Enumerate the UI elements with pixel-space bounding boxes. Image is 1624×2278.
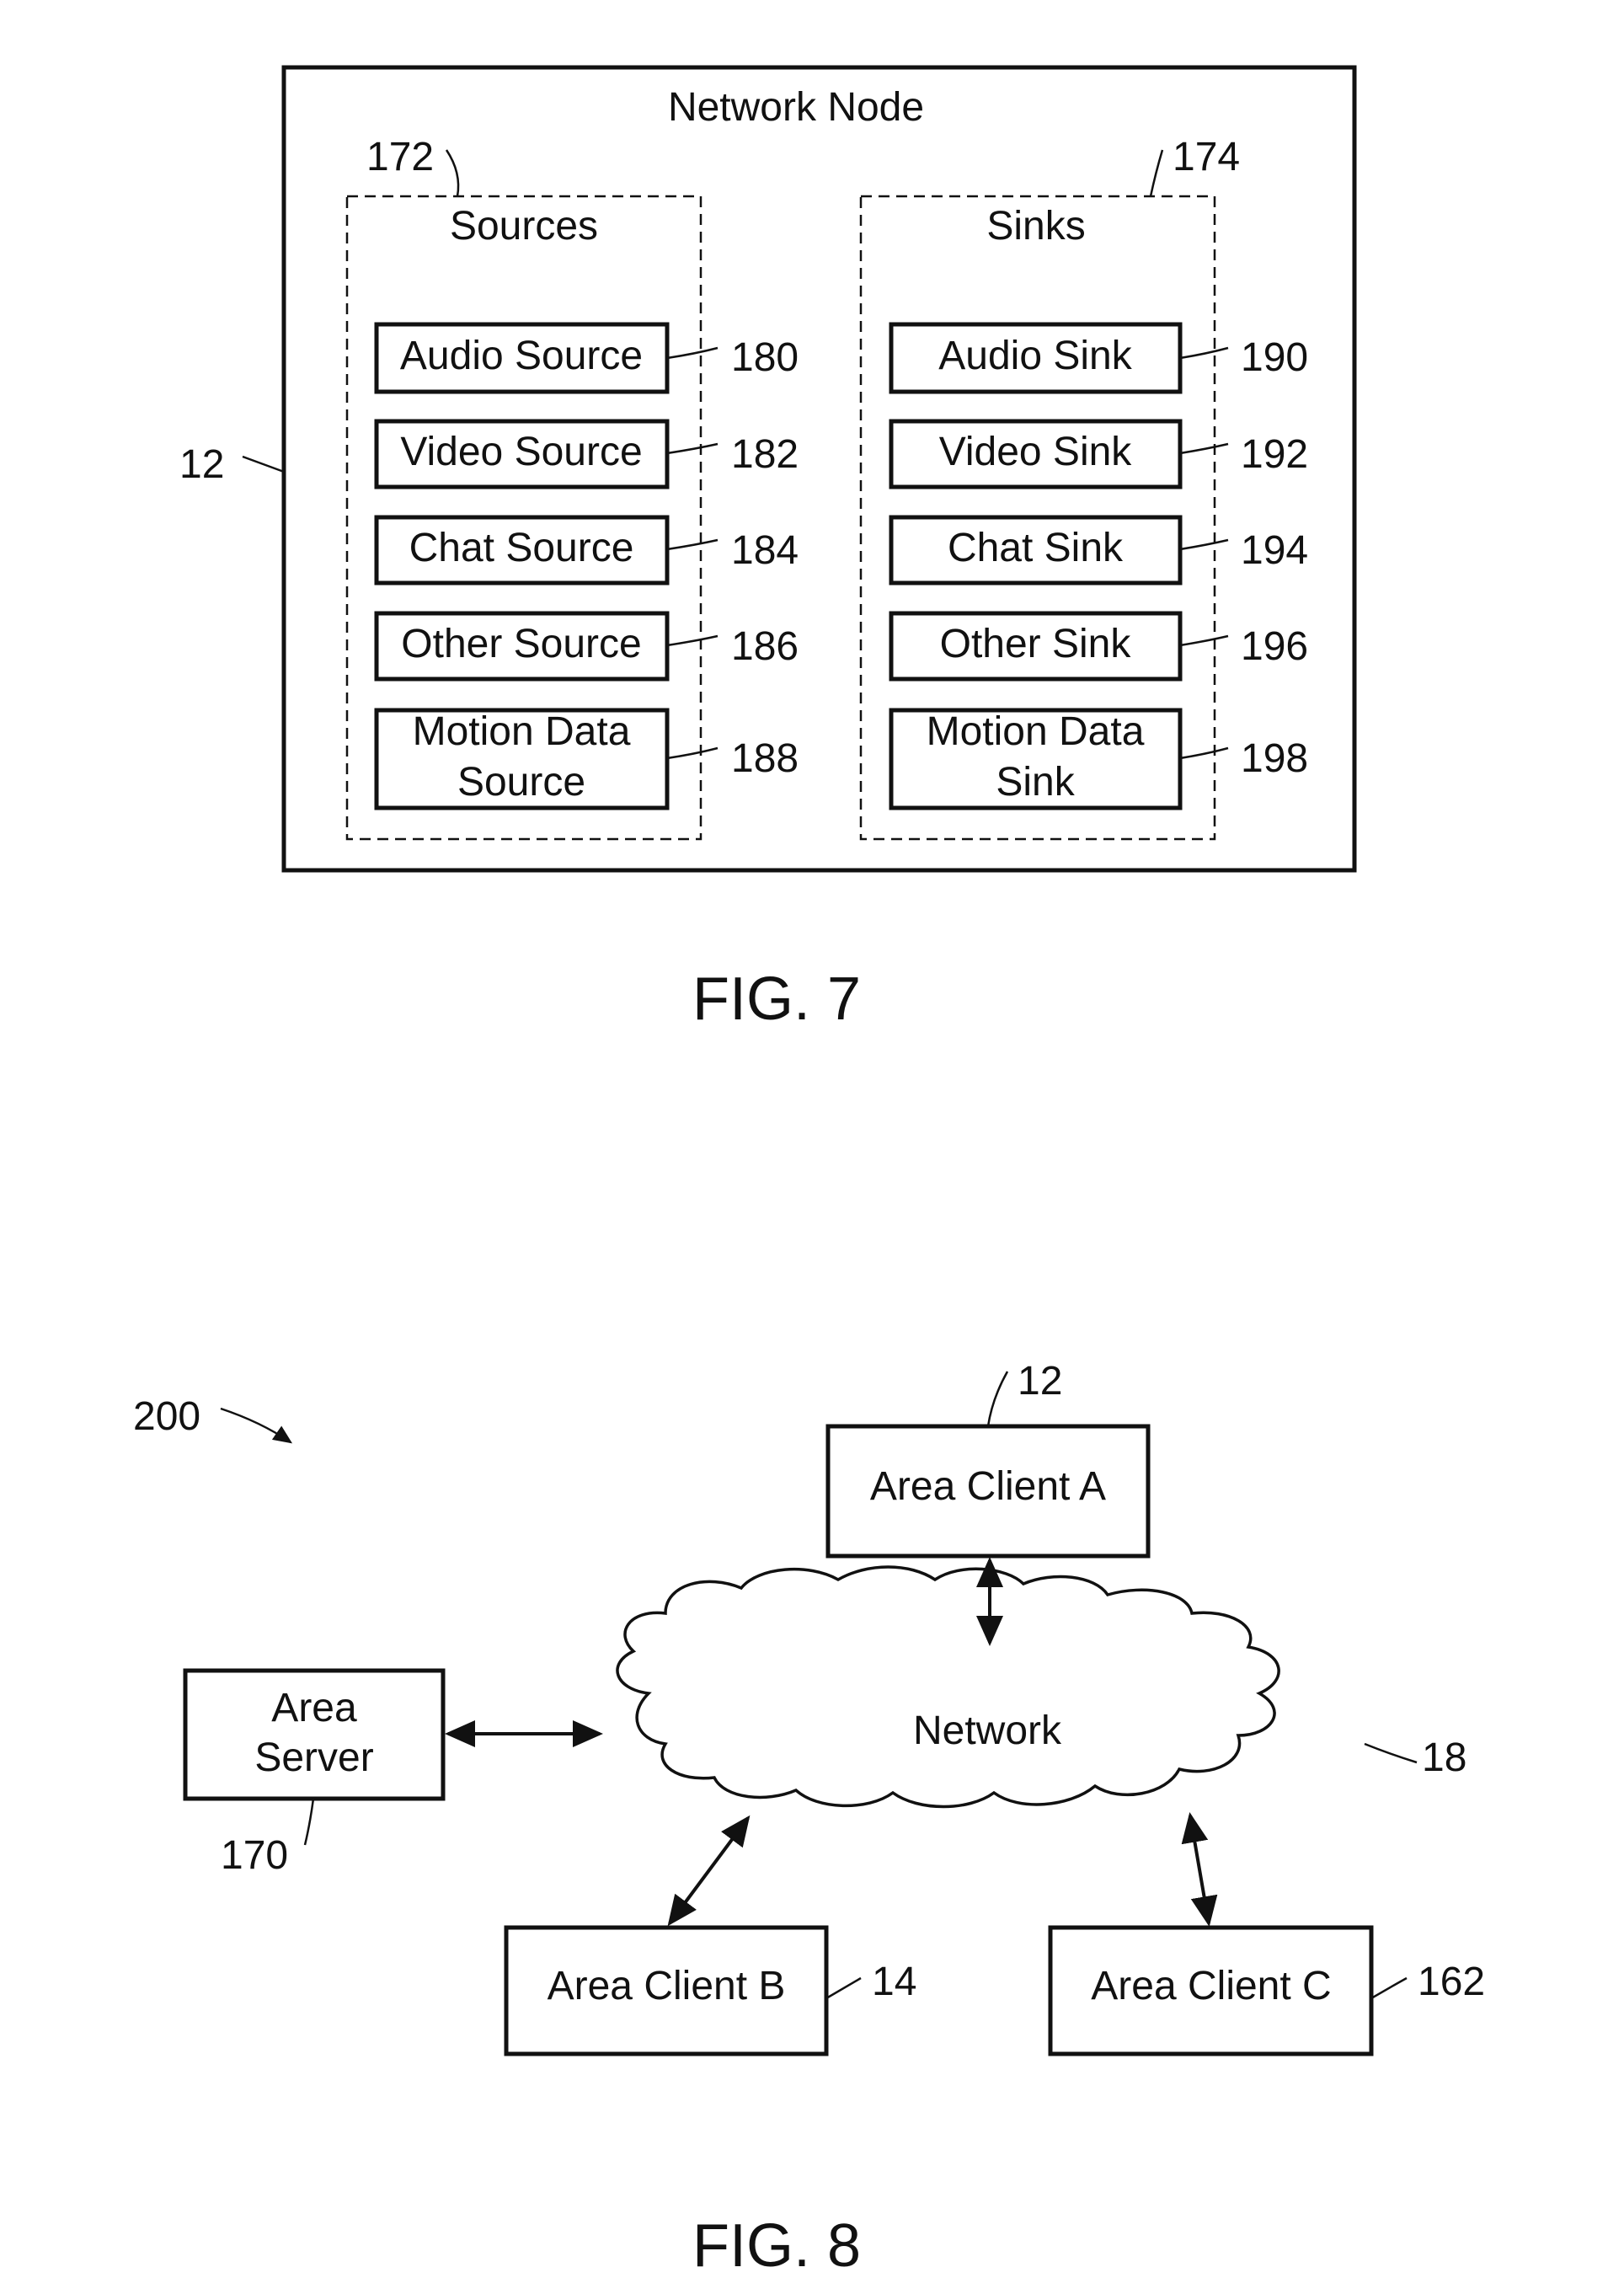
area-client-a-node: Area Client A 12 [828, 1359, 1148, 1556]
sources-group-ref-leader [446, 150, 458, 196]
audio-sink-ref-leader [1180, 348, 1228, 358]
sink-component-audio: Audio Sink 190 [891, 324, 1308, 392]
network-node-ref-label: 12 [179, 442, 224, 487]
area-client-b-ref-leader [826, 1978, 861, 1998]
arrow-client-b-network [670, 1818, 748, 1923]
video-sink-label: Video Sink [939, 430, 1133, 474]
sources-group-ref-label: 172 [366, 135, 434, 179]
sinks-group-ref-leader [1151, 150, 1162, 196]
area-client-b-node: Area Client B 14 [506, 1928, 916, 2054]
area-client-c-ref-leader [1371, 1978, 1407, 1998]
area-server-ref-leader [305, 1799, 313, 1845]
area-server-label-line2: Server [254, 1735, 373, 1780]
system-ref-label: 200 [133, 1394, 200, 1439]
area-client-a-label: Area Client A [870, 1464, 1106, 1509]
fig8-network-diagram: 200 Network 18 Area Client A 12 Area Ser… [133, 1359, 1485, 2278]
other-sink-ref-leader [1180, 636, 1228, 645]
sources-group-title: Sources [450, 204, 598, 249]
sink-component-video: Video Sink 192 [891, 421, 1308, 487]
sinks-group-title: Sinks [986, 204, 1085, 249]
fig8-caption: FIG. 8 [692, 2212, 861, 2278]
source-component-other: Other Source 186 [377, 613, 799, 679]
other-source-ref-leader [667, 636, 718, 645]
area-client-c-node: Area Client C 162 [1050, 1928, 1485, 2054]
area-client-b-ref-label: 14 [872, 1960, 916, 2004]
sinks-group-ref-label: 174 [1173, 135, 1240, 179]
audio-source-ref-label: 180 [731, 335, 799, 380]
chat-sink-ref-label: 194 [1241, 528, 1308, 573]
chat-source-ref-label: 184 [731, 528, 799, 573]
source-component-motion-data: Motion Data Source 188 [377, 709, 799, 808]
area-client-a-ref-leader [988, 1372, 1007, 1426]
motion-data-source-ref-leader [667, 748, 718, 758]
audio-source-label: Audio Source [400, 334, 643, 378]
video-source-ref-label: 182 [731, 432, 799, 477]
audio-source-ref-leader [667, 348, 718, 358]
sink-component-chat: Chat Sink 194 [891, 517, 1308, 583]
motion-data-source-ref-label: 188 [731, 736, 799, 781]
area-client-b-label: Area Client B [548, 1964, 786, 2008]
chat-source-ref-leader [667, 540, 718, 549]
area-server-label-line1: Area [271, 1686, 357, 1730]
other-source-label: Other Source [401, 622, 641, 666]
chat-sink-ref-leader [1180, 540, 1228, 549]
area-client-a-ref-label: 12 [1018, 1359, 1062, 1404]
system-ref-leader [221, 1409, 291, 1442]
motion-data-source-label-line2: Source [457, 760, 585, 805]
video-sink-ref-label: 192 [1241, 432, 1308, 477]
network-ref-label: 18 [1422, 1735, 1466, 1780]
area-client-c-label: Area Client C [1091, 1964, 1331, 2008]
source-component-chat: Chat Source 184 [377, 517, 799, 583]
network-node-ref-leader [243, 457, 284, 472]
motion-data-sink-ref-label: 198 [1241, 736, 1308, 781]
motion-data-sink-label-line1: Motion Data [927, 709, 1145, 754]
video-source-label: Video Source [400, 430, 642, 474]
motion-data-source-label-line1: Motion Data [413, 709, 631, 754]
chat-source-label: Chat Source [409, 526, 634, 570]
area-client-c-ref-label: 162 [1418, 1960, 1485, 2004]
area-server-ref-label: 170 [221, 1833, 288, 1878]
video-sink-ref-leader [1180, 444, 1228, 453]
arrow-client-c-network [1190, 1815, 1209, 1923]
other-sink-label: Other Sink [940, 622, 1132, 666]
audio-sink-label: Audio Sink [938, 334, 1132, 378]
fig7-caption: FIG. 7 [692, 965, 861, 1033]
other-sink-ref-label: 196 [1241, 624, 1308, 669]
fig7-network-node-diagram: Network Node 12 Sources 172 Sinks 174 Au… [179, 67, 1354, 1033]
network-ref-leader [1365, 1744, 1417, 1762]
other-source-ref-label: 186 [731, 624, 799, 669]
network-node-title: Network Node [668, 85, 924, 130]
source-component-video: Video Source 182 [377, 421, 799, 487]
network-label: Network [913, 1708, 1062, 1753]
chat-sink-label: Chat Sink [948, 526, 1124, 570]
video-source-ref-leader [667, 444, 718, 453]
source-component-audio: Audio Source 180 [377, 324, 799, 392]
motion-data-sink-label-line2: Sink [996, 760, 1075, 805]
network-cloud [617, 1567, 1279, 1807]
sink-component-motion-data: Motion Data Sink 198 [891, 709, 1308, 808]
sink-component-other: Other Sink 196 [891, 613, 1308, 679]
motion-data-sink-ref-leader [1180, 748, 1228, 758]
audio-sink-ref-label: 190 [1241, 335, 1308, 380]
area-server-node: Area Server 170 [185, 1671, 443, 1878]
